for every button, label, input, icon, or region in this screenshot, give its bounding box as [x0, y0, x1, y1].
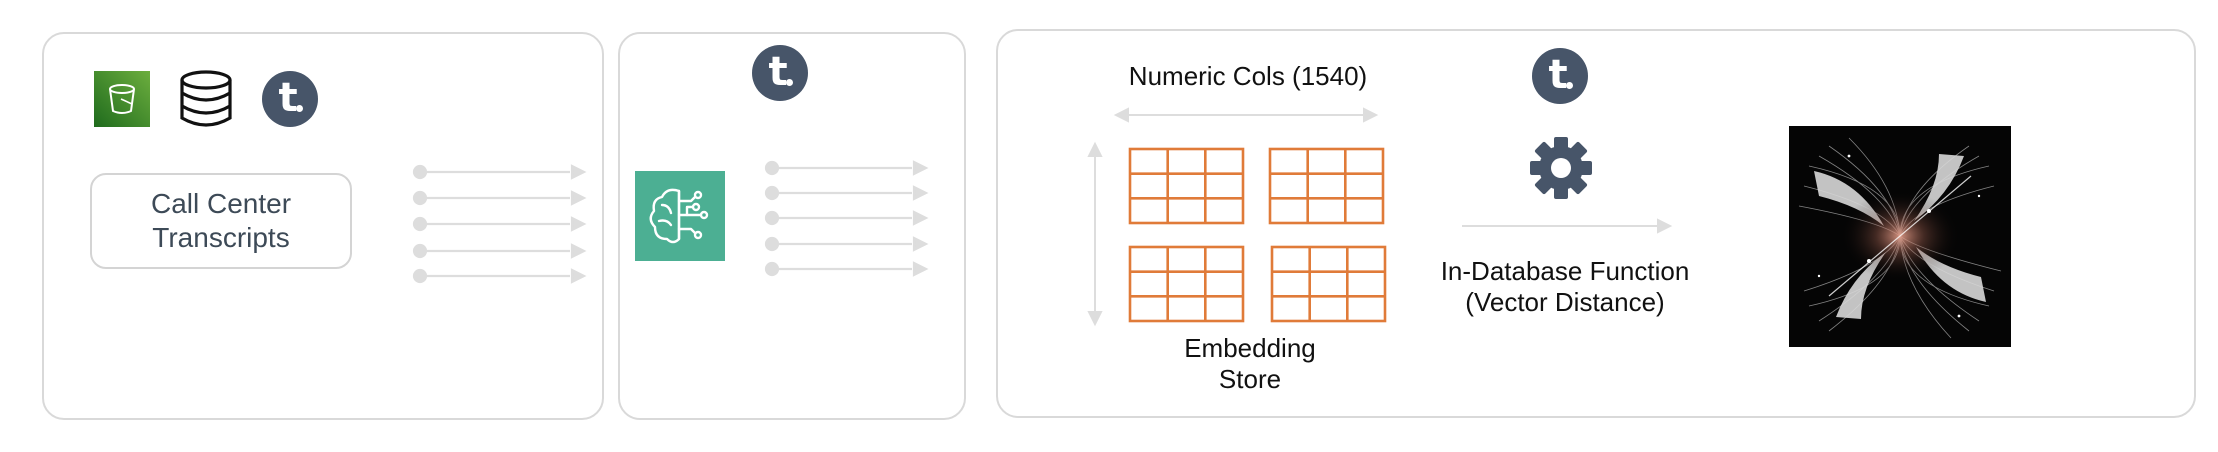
rows-span-arrow	[1087, 141, 1103, 327]
database-icon	[178, 70, 234, 128]
source-label-line2: Transcripts	[152, 222, 290, 253]
badge-letter: t	[278, 75, 298, 121]
flow-arrow	[412, 216, 587, 232]
teradata-logo-icon: t	[752, 45, 808, 101]
function-label-line1: In-Database Function	[1440, 256, 1690, 286]
store-label-line1: Embedding	[1184, 333, 1316, 363]
embedding-table	[1128, 245, 1245, 323]
vector-visualization-image	[1789, 126, 2011, 347]
flow-arrow	[764, 236, 929, 252]
embedding-table	[1128, 147, 1245, 225]
transcript-flow-arrows	[412, 164, 587, 284]
flow-arrow	[412, 243, 587, 259]
in-database-function-label: In-Database Function (Vector Distance)	[1410, 256, 1720, 318]
flow-arrow	[764, 261, 929, 277]
embedding-table	[1268, 147, 1385, 225]
function-flow-arrow	[1462, 218, 1673, 234]
store-label-line2: Store	[1218, 364, 1282, 394]
function-label-line2: (Vector Distance)	[1465, 287, 1665, 317]
flow-arrow	[764, 210, 929, 226]
badge-letter: t	[768, 49, 788, 95]
ai-model-brain-icon	[635, 171, 725, 261]
gear-icon	[1530, 137, 1592, 199]
numeric-cols-label: Numeric Cols (1540)	[1128, 61, 1368, 91]
teradata-logo-icon: t	[262, 71, 318, 127]
embedding-table-grids	[1128, 147, 1387, 323]
badge-letter: t	[1548, 52, 1568, 98]
flow-arrow	[412, 268, 587, 284]
embedding-flow-arrows	[764, 160, 929, 277]
teradata-logo-icon: t	[1532, 48, 1588, 104]
s3-bucket-icon	[94, 71, 150, 127]
flow-arrow	[412, 164, 587, 180]
numeric-cols-span-arrow	[1113, 107, 1379, 123]
flow-arrow	[764, 160, 929, 176]
flow-arrow	[412, 190, 587, 206]
embedding-table	[1270, 245, 1387, 323]
embedding-store-label: Embedding Store	[1130, 333, 1370, 395]
flow-arrow	[764, 185, 929, 201]
call-center-transcripts-box: Call Center Transcripts	[90, 173, 352, 269]
source-label-line1: Call Center	[150, 188, 292, 219]
